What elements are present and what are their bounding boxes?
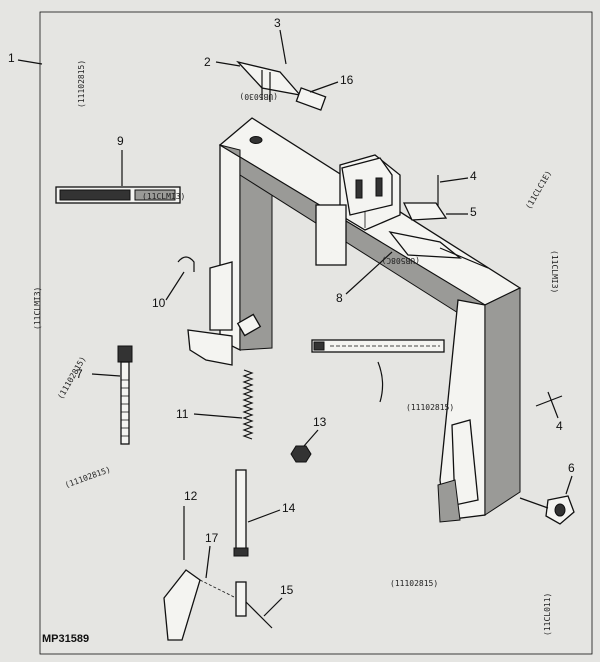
part-washer [519,495,575,525]
bracket-drop [315,204,347,266]
part-clip-top [236,60,327,111]
part-strap [311,339,445,403]
part-right-bracket [341,157,489,269]
callout-10: 10 [152,296,166,310]
actuator-rod [388,231,462,259]
callout-2: 2 [204,55,211,69]
part-long-bolt [117,345,133,445]
callout-16: 16 [340,73,354,87]
ref-note-5: (11CLC1E) [524,169,553,211]
callout-8: 8 [336,291,343,305]
ref-note-11: (11102815) [390,579,438,588]
ref-note-6: (11CLMI3) [550,250,559,293]
diagram-border [39,11,593,655]
callout-13: 13 [313,415,327,429]
ref-note-2: (UB5030) [239,92,278,101]
callout-17: 17 [205,531,219,545]
latch-plate [451,419,479,506]
callout-11: 11 [176,407,189,421]
callout-5: 5 [470,205,477,219]
ref-note-7: (11CLMI3) [33,287,42,330]
ref-note-10: (11102815) [64,465,112,490]
callout-4: 4 [470,169,477,183]
support-frame [218,117,522,523]
callout-1: 1 [8,51,15,65]
ref-note-12: (11CL011) [543,593,552,636]
callout-6: 6 [568,461,575,475]
mount-hole [249,136,263,144]
ref-note-4: (UB508C) [381,256,420,265]
part-decal [55,186,181,204]
spring-assembly [233,369,254,617]
latch-foot [437,479,461,523]
callout-7: 7 [76,367,83,381]
part-handle [163,506,237,641]
figure-code: MP31589 [42,633,89,645]
ref-note-1: (11102815) [77,60,86,108]
leader-1 [17,59,43,65]
ref-note-8: (11102815) [56,355,88,401]
callout-9-decal: 9 [117,134,124,148]
frame-right-leg-side [484,287,521,516]
hex-nut [290,445,312,463]
compression-spring [242,369,254,440]
callout-12: 12 [184,489,198,503]
ref-note-9: (11102815) [406,403,454,412]
pin [245,601,273,629]
callout-3: 3 [274,16,281,30]
callout-4-right: 4 [556,419,563,433]
frame-top-front [219,144,486,331]
callout-15: 15 [280,583,294,597]
ref-note-3: (11CLMI3) [142,192,185,201]
rod [235,469,247,551]
part-spring-clip [177,256,262,366]
callout-14: 14 [282,501,296,515]
